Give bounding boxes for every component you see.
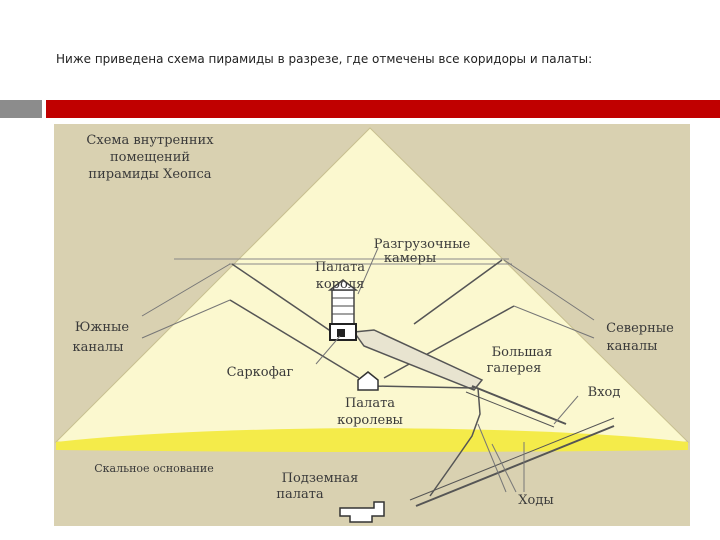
- relieving-chamber-roof: [327, 279, 359, 291]
- label-subterranean-chamber-2: палата: [276, 487, 324, 502]
- label-southern-shafts-1: Южные: [75, 320, 129, 335]
- header-bar-gap: [42, 100, 46, 118]
- southern-shaft-upper: [231, 263, 333, 333]
- grand-gallery: [352, 329, 484, 391]
- leader-sarcophagus: [315, 335, 341, 365]
- subterranean-chamber-box: [339, 501, 385, 523]
- label-bedrock: Скальное основание: [94, 462, 213, 475]
- header-bar-gray: [0, 100, 42, 118]
- leader-lines: [141, 247, 595, 493]
- leader-entrance: [553, 395, 579, 425]
- well-shaft: [429, 387, 481, 497]
- leader-north-1: [503, 259, 595, 321]
- northern-shaft-upper: [413, 259, 503, 325]
- queens-chamber-box: [357, 371, 379, 391]
- diagram-title-line-1: Схема внутренних: [86, 133, 214, 148]
- ascending-passage-inner: [465, 391, 555, 428]
- leader-south-2: [141, 299, 231, 339]
- leader-north-2: [513, 305, 595, 339]
- pyramid-cross-section-diagram: Схема внутренних помещений пирамиды Хеоп…: [54, 124, 690, 526]
- label-sarcophagus: Саркофаг: [227, 365, 294, 380]
- label-passages: Ходы: [518, 493, 553, 508]
- label-northern-shafts-1: Северные: [606, 321, 674, 336]
- label-kings-chamber-1: Палата: [315, 260, 365, 275]
- queens-corridor: [371, 385, 475, 389]
- label-queens-chamber-2: королевы: [337, 413, 403, 428]
- label-subterranean-chamber-1: Подземная: [282, 471, 359, 486]
- label-grand-gallery-2: галерея: [487, 361, 542, 376]
- leader-passages-1: [477, 423, 507, 493]
- descending-passage-inner: [409, 417, 615, 501]
- label-grand-gallery-1: Большая: [492, 345, 553, 360]
- slide-caption: Ниже приведена схема пирамиды в разрезе,…: [56, 52, 593, 66]
- label-relieving-chambers-2: камеры: [384, 251, 436, 266]
- leader-passages-2: [491, 443, 517, 493]
- ascending-passage: [471, 385, 567, 425]
- label-entrance: Вход: [588, 385, 621, 400]
- northern-shaft-lower: [383, 305, 515, 379]
- diagram-title-line-3: пирамиды Хеопса: [88, 167, 211, 182]
- label-queens-chamber-1: Палата: [345, 396, 395, 411]
- sarcophagus-icon: [337, 329, 345, 337]
- southern-shaft-lower: [229, 299, 360, 379]
- header-bar-red: [46, 100, 720, 118]
- descending-passage: [415, 425, 615, 507]
- leader-relieving: [357, 247, 379, 295]
- label-southern-shafts-2: каналы: [73, 340, 124, 355]
- label-relieving-chambers-1: Разгрузочные: [374, 237, 471, 252]
- label-northern-shafts-2: каналы: [607, 339, 658, 354]
- bedrock-band: [56, 428, 688, 452]
- relieving-chambers: [331, 289, 355, 325]
- diagram-title-line-2: помещений: [110, 150, 190, 165]
- leader-south-1: [141, 263, 231, 317]
- label-kings-chamber-2: короля: [316, 277, 365, 292]
